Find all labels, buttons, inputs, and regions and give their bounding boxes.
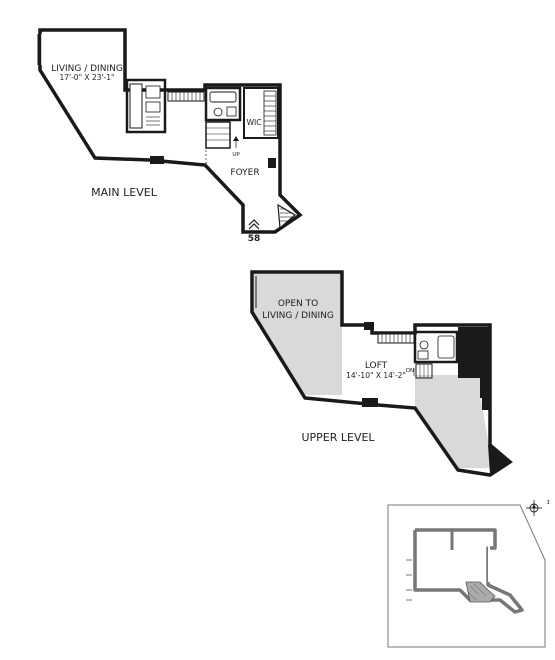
main-level-plan (37, 28, 303, 234)
shelving (167, 91, 205, 102)
walk-in-closet (243, 87, 279, 139)
dn-label: DN (406, 368, 414, 374)
foyer-label: FOYER (230, 168, 259, 178)
open-area-lower (415, 375, 500, 468)
upper-level-outline (250, 270, 513, 477)
bathroom (204, 86, 242, 122)
structural-wall-corner (488, 445, 510, 474)
key-plan (387, 504, 546, 648)
wic-label: WIC (247, 118, 262, 127)
column (482, 398, 490, 410)
kitchen (125, 78, 167, 134)
open-to-label-line2: LIVING / DINING (262, 311, 334, 321)
up-label: UP (232, 152, 240, 158)
open-to-below-area (254, 272, 342, 395)
column (364, 322, 374, 330)
upper-level-plan (250, 270, 513, 477)
column (150, 156, 164, 164)
loft-bathroom (413, 330, 459, 364)
main-stairs (205, 121, 239, 149)
structural-wall (458, 327, 490, 398)
compass-icon: ↕ (526, 499, 551, 516)
entry-arrow-icon (248, 219, 260, 230)
loft-dims: 14'-10" X 14'-2" (346, 371, 406, 380)
column (362, 398, 378, 407)
upper-level-title: UPPER LEVEL (301, 431, 375, 444)
loft-stairs (413, 363, 433, 379)
key-plan-site (387, 504, 546, 648)
key-plan-building (413, 528, 524, 614)
svg-text:↕: ↕ (546, 499, 551, 506)
foyer-closet (277, 203, 297, 230)
column (268, 158, 276, 168)
living-dining-label: LIVING / DINING (51, 64, 123, 74)
living-dining-dims: 17'-0" X 23'-1" (60, 73, 115, 82)
main-level-outline (38, 28, 303, 234)
entry-number: 58 (248, 234, 261, 244)
loft-label: LOFT (365, 361, 388, 371)
open-to-label-line1: OPEN TO (278, 299, 318, 309)
loft-shelving (377, 333, 415, 344)
main-level-title: MAIN LEVEL (91, 186, 158, 199)
